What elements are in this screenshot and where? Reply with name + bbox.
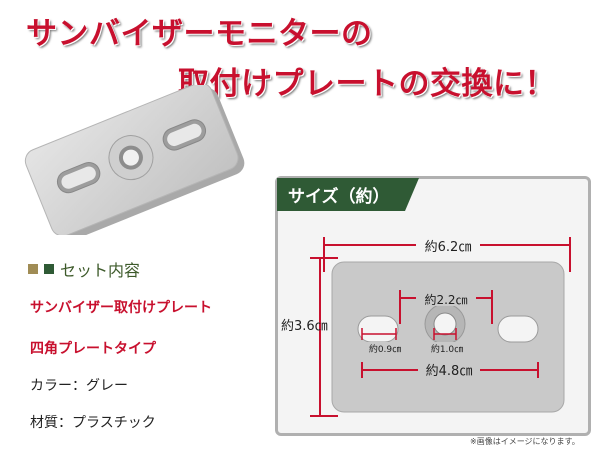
- height-dimension-line: [310, 257, 338, 417]
- set-item-type: 四角プレートタイプ: [30, 341, 156, 357]
- slot-width-label: 約0.9㎝: [369, 343, 401, 355]
- hole-span-label: 約2.2㎝: [424, 292, 467, 307]
- slot-span-label-bg: [418, 363, 480, 379]
- size-panel-header-notch: [405, 178, 419, 211]
- square-bullet-icon: [28, 264, 38, 274]
- set-contents-heading: セット内容: [28, 257, 140, 281]
- right-slot: [497, 315, 539, 343]
- size-panel-header: [277, 178, 405, 211]
- left-slot: [357, 315, 399, 343]
- slot-width-label-bg: [362, 342, 408, 354]
- height-label: 約3.6㎝: [281, 319, 328, 334]
- width-label-bg: [416, 238, 480, 254]
- image-note: ※画像はイメージになります。: [470, 437, 580, 446]
- plate-product-image: [24, 85, 245, 235]
- size-panel-title: サイズ（約）: [288, 187, 390, 207]
- center-hole: [433, 312, 457, 336]
- height-label-bg: [280, 316, 318, 334]
- set-item-color: カラー：グレー: [30, 378, 128, 394]
- center-hole-dimension-line: [433, 328, 457, 340]
- set-item-product: サンバイザー取付けプレート: [30, 300, 212, 316]
- square-bullet-icon: [44, 264, 54, 274]
- hole-span-label-bg: [416, 292, 476, 306]
- center-hole-label: 約1.0㎝: [431, 343, 463, 355]
- center-hole-label-bg: [424, 342, 470, 354]
- size-diagram: 約6.2㎝ 約3.6㎝ 約2.2㎝ 約0.9㎝ 約1.0㎝ 約4.8㎝: [280, 237, 571, 417]
- slot-width-dimension-line: [361, 328, 397, 340]
- width-label: 約6.2㎝: [425, 240, 472, 255]
- headline-line-2: 取付けプレートの交換に！: [178, 66, 556, 102]
- headline-line-1: サンバイザーモニターの: [26, 16, 373, 52]
- set-item-material: 材質：プラスチック: [30, 415, 156, 431]
- slot-span-label: 約4.8㎝: [426, 364, 473, 379]
- set-contents-title: セット内容: [60, 261, 141, 280]
